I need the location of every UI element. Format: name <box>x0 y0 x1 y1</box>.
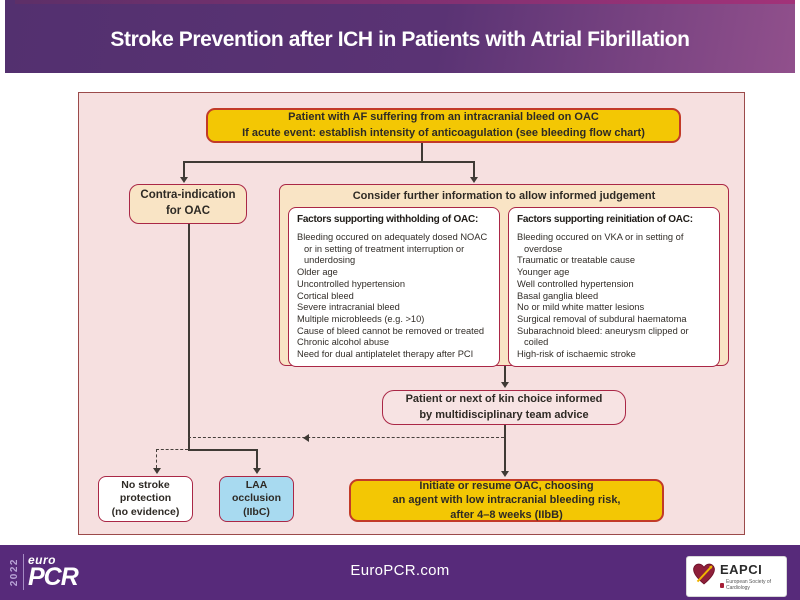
footer-bar: 2022 euro PCR EuroPCR.com EAPCI Europea <box>0 545 800 600</box>
reinitiation-list: Bleeding occured on VKA or in setting of… <box>517 232 713 361</box>
laa-occlusion-box: LAA occlusion (IIbC) <box>219 476 294 522</box>
resume-oac-box: Initiate or resume OAC, choosing an agen… <box>349 479 664 522</box>
factor-item: Older age <box>297 267 338 278</box>
patient-choice-line1: Patient or next of kin choice informed <box>405 393 603 406</box>
factor-item: Cause of bleed cannot be removed or trea… <box>297 325 485 336</box>
dashed-branch-line <box>156 449 188 450</box>
dashed-feedback-line <box>188 437 504 438</box>
connector-line <box>504 366 506 382</box>
page-title: Stroke Prevention after ICH in Patients … <box>110 27 690 51</box>
factor-item: Younger age <box>517 267 570 278</box>
no-stroke-line1: No stroke <box>121 478 170 491</box>
factor-item: Traumatic or treatable cause <box>517 255 635 266</box>
start-box: Patient with AF suffering from an intrac… <box>206 108 681 143</box>
factor-item: Bleeding occured on VKA or in setting of… <box>517 232 684 254</box>
connector-line <box>473 161 475 177</box>
contraindication-line2: for OAC <box>165 205 211 217</box>
factor-item: Cortical bleed <box>297 290 354 301</box>
laa-line1: LAA <box>245 478 268 491</box>
contraindication-line1: Contra-indication <box>140 189 236 202</box>
factor-item: Multiple microbleeds (e.g. >10) <box>297 313 425 324</box>
arrowhead-down <box>501 471 509 477</box>
arrowhead-down <box>470 177 478 183</box>
arrowhead-down <box>501 382 509 388</box>
eapci-logo: EAPCI European Society of Cardiology <box>686 556 787 597</box>
esc-logo-icon <box>720 582 724 588</box>
arrowhead-left <box>303 434 309 442</box>
dashed-branch-line <box>156 449 157 468</box>
arrowhead-down <box>180 177 188 183</box>
connector-line <box>188 449 257 451</box>
logo-divider <box>23 554 24 590</box>
connector-line <box>504 425 506 471</box>
no-stroke-protection-box: No stroke protection (no evidence) <box>98 476 193 522</box>
consider-box: Consider further information to allow in… <box>279 184 729 367</box>
factor-item: Subarachnoid bleed: aneurysm clipped or … <box>517 325 689 348</box>
factor-item: Need for dual antiplatelet therapy after… <box>297 349 474 360</box>
factor-item: No or mild white matter lesions <box>517 302 645 313</box>
withholding-factors-box: Factors supporting withholding of OAC: B… <box>288 207 500 367</box>
consider-title: Consider further information to allow in… <box>352 190 656 202</box>
start-box-line1: Patient with AF suffering from an intrac… <box>288 111 599 124</box>
no-stroke-line2: protection <box>119 492 172 505</box>
resume-line2: an agent with low intracranial bleeding … <box>392 494 621 507</box>
factor-item: Bleeding occured on adequately dosed NOA… <box>297 232 488 266</box>
factor-item: Chronic alcohol abuse <box>297 337 389 348</box>
europcr-website-text: EuroPCR.com <box>350 562 450 579</box>
header-bar: Stroke Prevention after ICH in Patients … <box>5 0 795 73</box>
connector-line <box>183 161 474 163</box>
europcr-logo: 2022 euro PCR <box>9 549 79 595</box>
europcr-logo-pcr: PCR <box>28 563 79 591</box>
flowchart-panel: Patient with AF suffering from an intrac… <box>78 92 745 535</box>
factor-item: High-risk of ischaemic stroke <box>517 349 636 360</box>
eapci-heart-icon <box>691 561 717 592</box>
factor-item: Surgical removal of subdural haematoma <box>517 313 687 324</box>
factor-item: Severe intracranial bleed <box>297 302 400 313</box>
connector-line <box>421 143 423 161</box>
laa-line2: occlusion <box>231 492 281 505</box>
eapci-subtitle: European Society of Cardiology <box>725 579 772 591</box>
reinitiation-factors-box: Factors supporting reinitiation of OAC: … <box>508 207 720 367</box>
withholding-title: Factors supporting withholding of OAC: <box>297 214 479 225</box>
factor-item: Basal ganglia bleed <box>517 290 599 301</box>
factor-item: Well controlled hypertension <box>517 278 634 289</box>
eapci-name: EAPCI <box>720 562 763 577</box>
reinitiation-title: Factors supporting reinitiation of OAC: <box>517 214 693 225</box>
connector-line <box>183 161 185 177</box>
patient-choice-line2: by multidisciplinary team advice <box>419 408 589 421</box>
connector-line <box>256 449 258 468</box>
europcr-logo-euro: euro <box>28 553 57 567</box>
factor-item: Uncontrolled hypertension <box>297 278 406 289</box>
start-box-line2: If acute event: establish intensity of a… <box>242 126 645 139</box>
resume-line1: Initiate or resume OAC, choosing <box>419 479 594 492</box>
laa-line3: (IIbC) <box>243 505 270 518</box>
contraindication-box: Contra-indication for OAC <box>129 184 247 224</box>
withholding-list: Bleeding occured on adequately dosed NOA… <box>297 232 493 361</box>
patient-choice-box: Patient or next of kin choice informed b… <box>382 390 626 425</box>
resume-line3: after 4–8 weeks (IIbB) <box>450 508 563 521</box>
no-stroke-line3: (no evidence) <box>111 505 180 518</box>
arrowhead-down <box>253 468 261 474</box>
arrowhead-down <box>153 468 161 474</box>
connector-line <box>188 224 190 449</box>
